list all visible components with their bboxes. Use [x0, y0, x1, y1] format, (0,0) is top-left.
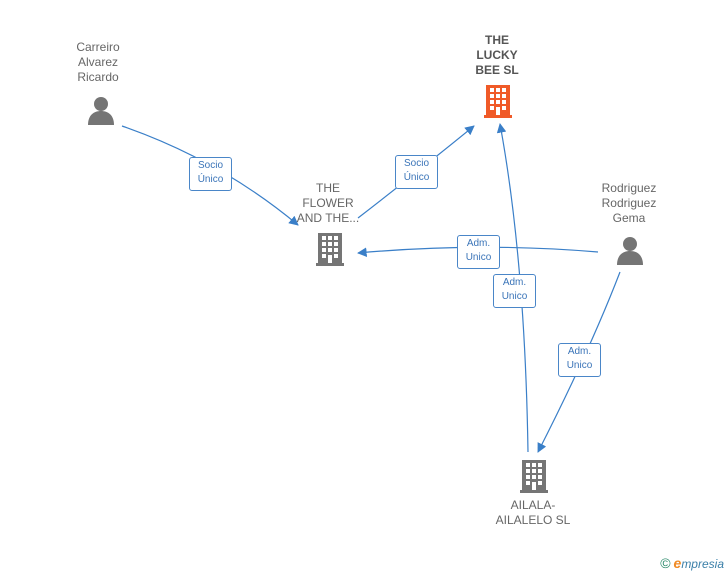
edge-label-flower-luckybee[interactable]: Socio Único [395, 155, 438, 189]
brand-name: mpresia [681, 557, 724, 571]
building-icon[interactable] [484, 85, 512, 118]
edge-label-ailala-luckybee[interactable]: Adm. Unico [493, 274, 536, 308]
building-icon[interactable] [316, 233, 344, 266]
node-label-ailala[interactable]: AILALA- AILALELO SL [495, 498, 571, 527]
edge-label-rodriguez-ailala[interactable]: Adm. Unico [558, 343, 601, 377]
node-label-carreiro[interactable]: Carreiro Alvarez Ricardo [76, 40, 120, 84]
copyright-icon: © [660, 555, 671, 571]
node-label-lucky-bee[interactable]: THE LUCKY BEE SL [475, 33, 519, 77]
empresia-logo: © empresia [660, 555, 724, 571]
edge-label-rodriguez-flower[interactable]: Adm. Unico [457, 235, 500, 269]
edge-label-carreiro-flower[interactable]: Socio Único [189, 157, 232, 191]
node-label-rodriguez[interactable]: Rodriguez Rodriguez Gema [601, 181, 657, 225]
building-icon[interactable] [520, 460, 548, 493]
person-icon[interactable] [617, 237, 643, 265]
person-icon[interactable] [88, 97, 114, 125]
brand-e: e [673, 555, 682, 571]
node-label-flower[interactable]: THE FLOWER AND THE... [296, 181, 360, 225]
